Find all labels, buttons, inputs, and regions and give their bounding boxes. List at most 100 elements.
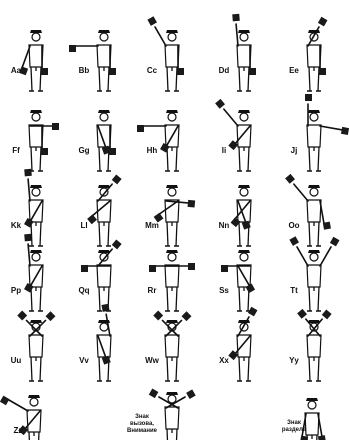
torso-icon	[165, 265, 179, 287]
arm-icon	[22, 46, 30, 67]
signal-figure	[228, 307, 257, 381]
signal-figure	[289, 236, 339, 311]
signal-label: Hh	[147, 146, 158, 155]
flag-icon	[285, 174, 295, 184]
legs-icon	[167, 429, 177, 440]
signal-label: Знаквызова,Внимание	[127, 414, 158, 434]
legs-icon	[167, 287, 177, 311]
head-icon	[32, 188, 40, 196]
head-icon	[100, 113, 108, 121]
torso-icon	[165, 200, 179, 222]
head-icon	[168, 113, 176, 121]
legs-icon	[167, 357, 177, 381]
signal-label: Pp	[11, 286, 21, 295]
head-icon	[310, 253, 318, 261]
arm-icon	[28, 244, 30, 266]
legs-icon	[309, 67, 319, 91]
arm-icon	[155, 27, 166, 46]
flag-icon	[101, 304, 109, 312]
flag-icon	[147, 16, 157, 26]
legs-icon	[239, 287, 249, 311]
signal-figure	[297, 309, 332, 381]
legs-icon	[309, 147, 319, 171]
head-icon	[168, 188, 176, 196]
flag-icon	[0, 396, 9, 406]
head-icon	[30, 398, 38, 406]
flag-icon	[153, 311, 163, 321]
signal-label: Qq	[78, 286, 89, 295]
legs-icon	[29, 432, 39, 440]
signal-figure	[215, 99, 251, 171]
head-icon	[32, 33, 40, 41]
torso-icon	[307, 335, 321, 357]
flag-icon	[330, 237, 340, 247]
flag-icon	[318, 17, 328, 27]
signal-label: Xx	[219, 356, 229, 365]
signal-label: Ff	[12, 146, 20, 155]
signal-label: Zz	[14, 426, 23, 435]
torso-icon	[307, 45, 321, 67]
signal-label: Tt	[290, 286, 298, 295]
signal-label: Ww	[145, 356, 160, 365]
signal-figure	[232, 14, 256, 91]
flag-icon	[149, 265, 156, 272]
signal-label: Dd	[219, 66, 230, 75]
signal-figure	[153, 311, 191, 381]
flag-icon	[109, 148, 116, 155]
torso-icon	[97, 265, 111, 287]
signal-label: Oo	[288, 221, 299, 230]
signal-figure	[305, 94, 349, 171]
flag-icon	[41, 148, 48, 155]
signal-figure	[97, 304, 111, 381]
head-icon	[240, 188, 248, 196]
legs-icon	[99, 67, 109, 91]
flag-icon	[177, 68, 184, 75]
flag-icon	[87, 214, 97, 224]
torso-icon	[165, 45, 179, 67]
flag-icon	[297, 309, 307, 319]
legs-icon	[31, 287, 41, 311]
signal-label: Bb	[79, 66, 90, 75]
flag-icon	[17, 311, 27, 321]
torso-icon	[97, 45, 111, 67]
legs-icon	[99, 222, 109, 246]
arm-icon	[28, 179, 30, 201]
signal-figure	[149, 250, 195, 311]
flag-icon	[188, 263, 195, 270]
torso-icon	[307, 125, 321, 147]
flag-icon	[188, 200, 196, 208]
flag-icon	[341, 127, 349, 135]
flag-icon	[52, 123, 59, 130]
flag-icon	[112, 240, 122, 250]
flag-icon	[319, 68, 326, 75]
signal-label: Ll	[80, 221, 87, 230]
flag-icon	[232, 14, 240, 22]
signal-label: Mm	[145, 221, 159, 230]
legs-icon	[309, 287, 319, 311]
signal-label: Yy	[289, 356, 299, 365]
flag-icon	[182, 311, 192, 321]
flag-icon	[289, 236, 299, 246]
legs-icon	[31, 67, 41, 91]
torso-icon	[237, 45, 251, 67]
signal-figure	[97, 110, 116, 171]
torso-icon	[165, 407, 179, 429]
arm-icon	[320, 247, 331, 266]
flag-icon	[215, 99, 225, 109]
signal-figure	[17, 311, 55, 381]
head-icon	[240, 33, 248, 41]
signal-figure	[231, 185, 251, 246]
head-icon	[100, 33, 108, 41]
flag-icon	[41, 68, 48, 75]
head-icon	[308, 401, 316, 409]
flag-icon	[46, 311, 56, 321]
legs-icon	[239, 147, 249, 171]
signal-label: Nn	[219, 221, 230, 230]
flag-icon	[322, 310, 332, 320]
arm-icon	[294, 184, 308, 201]
signal-figure	[285, 174, 331, 246]
signal-figure	[147, 16, 184, 91]
signal-label: Ss	[219, 286, 229, 295]
